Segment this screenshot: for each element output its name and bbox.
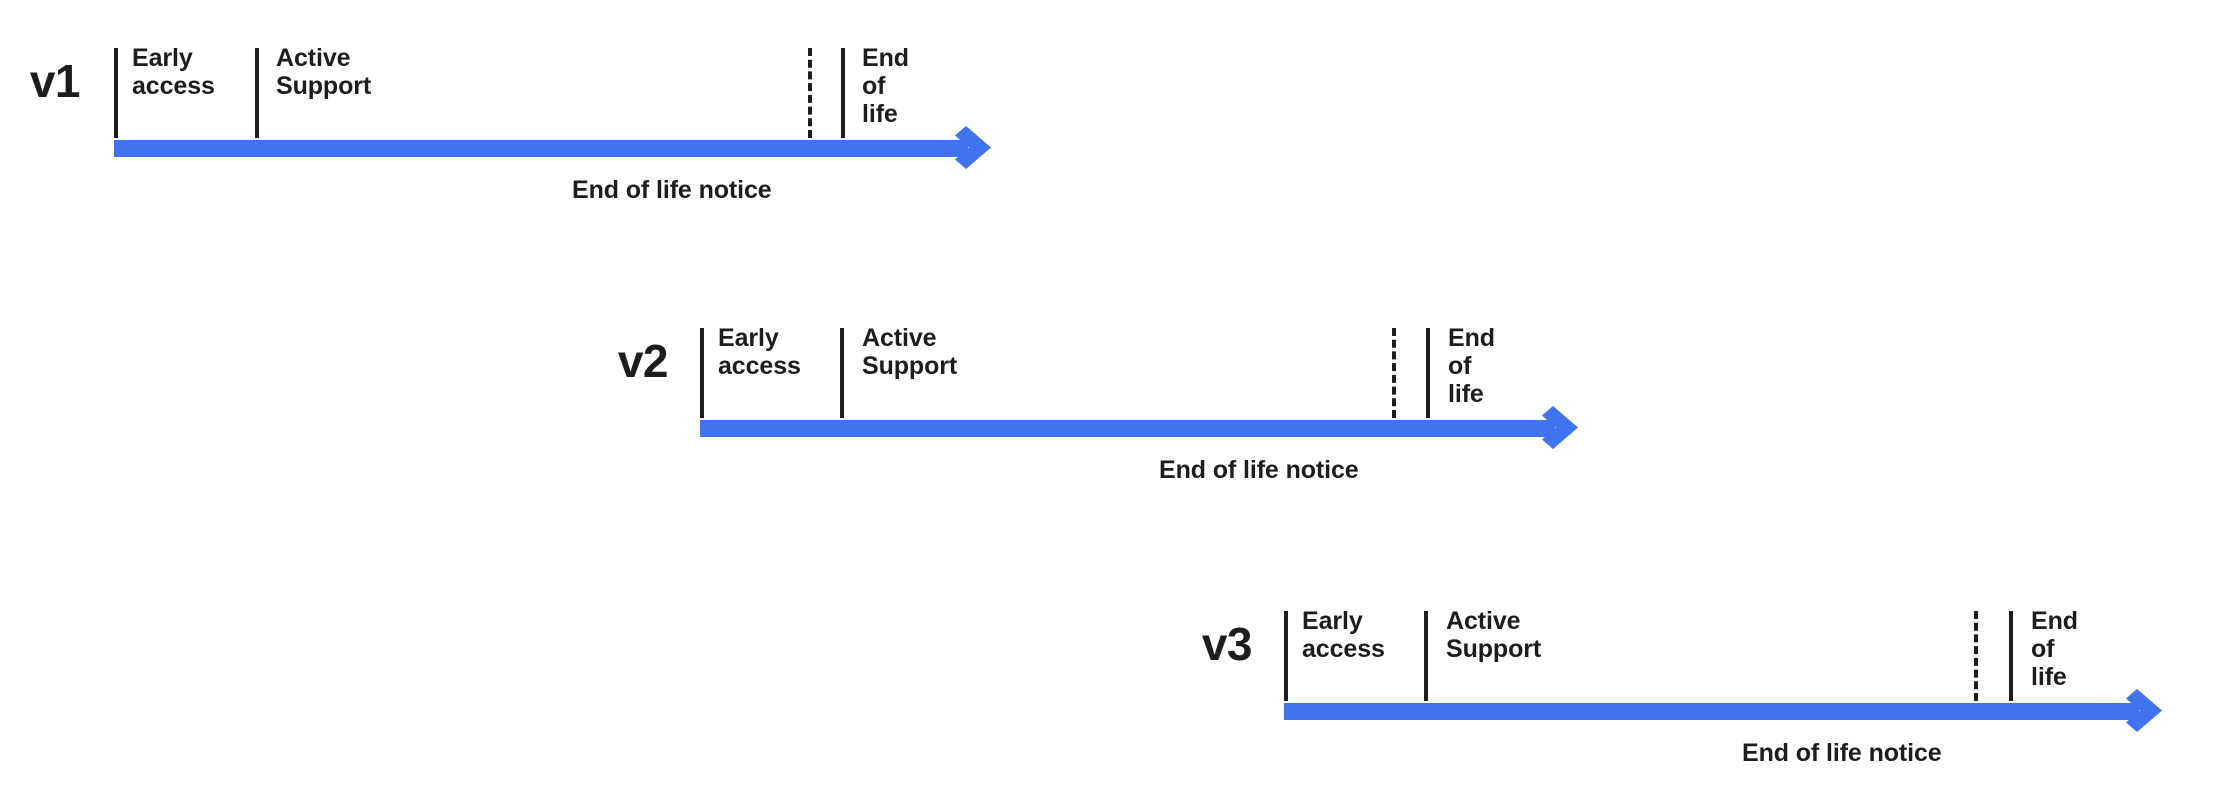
phase-label-active-support-v2: Active Support bbox=[862, 324, 958, 380]
phase-label-end-of-life-v3: End of life bbox=[2031, 607, 2078, 691]
phase-divider-start-v3 bbox=[1284, 611, 1288, 701]
phase-divider-active-support-v2 bbox=[840, 328, 844, 418]
notice-label-v1: End of life notice bbox=[572, 176, 772, 204]
end-of-life-notice-marker-v1 bbox=[808, 48, 812, 138]
timeline-arrow-head-icon-v3 bbox=[2126, 689, 2186, 735]
phase-divider-end-of-life-v2 bbox=[1426, 328, 1430, 418]
phase-divider-end-of-life-v1 bbox=[841, 48, 845, 138]
phase-label-active-support-v1: Active Support bbox=[276, 44, 372, 100]
phase-divider-start-v1 bbox=[114, 48, 118, 138]
timeline-arrow-shaft-v3 bbox=[1284, 703, 2139, 720]
timeline-arrow-shaft-v1 bbox=[114, 140, 968, 157]
phase-divider-active-support-v3 bbox=[1424, 611, 1428, 701]
phase-divider-start-v2 bbox=[700, 328, 704, 418]
phase-divider-active-support-v1 bbox=[255, 48, 259, 138]
phase-label-end-of-life-v1: End of life bbox=[862, 44, 909, 128]
notice-label-v2: End of life notice bbox=[1159, 456, 1359, 484]
timeline-arrow-shaft-v2 bbox=[700, 420, 1555, 437]
phase-label-active-support-v3: Active Support bbox=[1446, 607, 1542, 663]
end-of-life-notice-marker-v3 bbox=[1974, 611, 1978, 701]
timeline-arrow-head-icon-v1 bbox=[955, 126, 1015, 172]
phase-label-end-of-life-v2: End of life bbox=[1448, 324, 1495, 408]
timeline-arrow-head-icon-v2 bbox=[1542, 406, 1602, 452]
version-label-v2: v2 bbox=[617, 335, 669, 387]
phase-label-early-access-v1: Early access bbox=[132, 44, 215, 100]
version-label-v1: v1 bbox=[29, 55, 81, 107]
end-of-life-notice-marker-v2 bbox=[1392, 328, 1396, 418]
phase-label-early-access-v3: Early access bbox=[1302, 607, 1385, 663]
phase-label-early-access-v2: Early access bbox=[718, 324, 801, 380]
phase-divider-end-of-life-v3 bbox=[2009, 611, 2013, 701]
notice-label-v3: End of life notice bbox=[1742, 739, 1942, 767]
version-label-v3: v3 bbox=[1201, 618, 1253, 670]
